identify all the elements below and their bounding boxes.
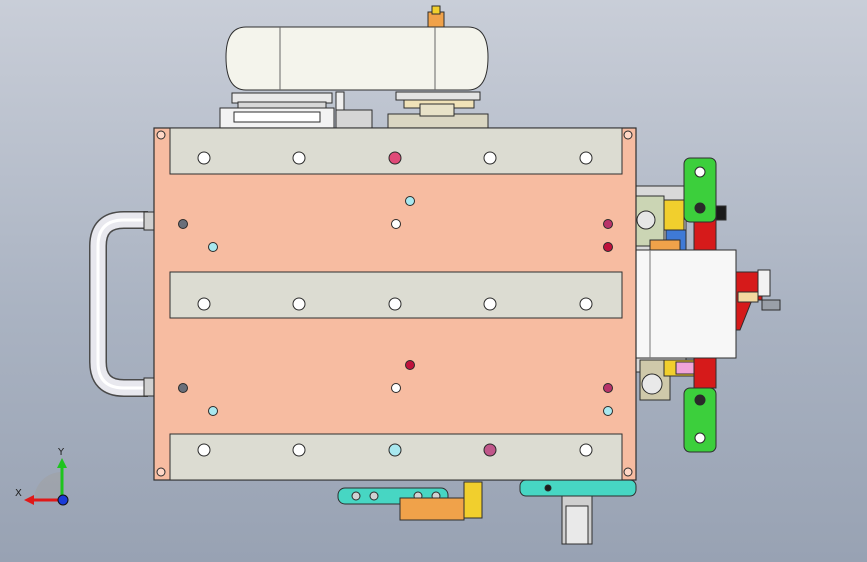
gripper-rod: [761, 299, 781, 311]
green-bracket-top: [683, 157, 717, 223]
plate-slot-3-body: [169, 433, 623, 481]
handle-grip: [90, 212, 148, 396]
plate-slot-1-hole-3: [388, 151, 402, 165]
plate-slot-1-hole-1: [197, 151, 211, 165]
plate-slot-1-hole-4: [483, 151, 497, 165]
motor-mount-left-inner: [233, 111, 321, 123]
plate-corner-screw-2: [623, 130, 633, 140]
right-red-column-bottom: [693, 355, 717, 389]
plate-hole-5: [603, 219, 613, 229]
gripper-finger: [737, 291, 759, 303]
right-pink-block: [675, 361, 695, 375]
handle-mount-top: [143, 211, 155, 231]
plate-hole-1: [178, 219, 188, 229]
plate-hole-7: [178, 383, 188, 393]
triad-z-origin: [57, 494, 69, 506]
triad-x-label: X: [15, 488, 22, 499]
plate-slot-2-body: [169, 271, 623, 319]
cylinder-block: [631, 249, 737, 359]
plate-slot-3-hole-4: [483, 443, 497, 457]
gripper-cap: [757, 269, 771, 297]
green-bracket-top-hole-1: [694, 166, 706, 178]
pulley-left-bottom: [237, 101, 327, 109]
triad-quadrant: [34, 472, 62, 500]
coupling-block: [335, 109, 373, 129]
bottom-yellow-block: [463, 481, 483, 519]
bottom-cyan-hole-1: [351, 491, 361, 501]
bottom-cyan-bar-right-hole: [544, 484, 552, 492]
plate-slot-3-hole-1: [197, 443, 211, 457]
bottom-cyan-hole-2: [369, 491, 379, 501]
plate-corner-screw-4: [623, 467, 633, 477]
plate-slot-2-hole-5: [579, 297, 593, 311]
green-bracket-bottom: [683, 387, 717, 453]
plate-slot-2-hole-3: [388, 297, 402, 311]
plate-slot-3-hole-5: [579, 443, 593, 457]
triad-y-arrow: [57, 458, 67, 468]
plate-hole-3: [391, 219, 401, 229]
pulley-right-top: [395, 91, 481, 101]
drive-shaft: [335, 91, 345, 111]
top-shaft-cap: [431, 5, 441, 15]
right-lower-knob: [641, 373, 663, 395]
bottom-orange-block: [399, 497, 465, 521]
plate-hole-8: [208, 406, 218, 416]
plate-hole-11: [603, 383, 613, 393]
plate-slot-2: [169, 271, 623, 319]
handle-highlight: [96, 218, 148, 390]
bearing-block: [419, 103, 455, 117]
plate-slot-2-hole-2: [292, 297, 306, 311]
plate-slot-1-hole-2: [292, 151, 306, 165]
plate-slot-3: [169, 433, 623, 481]
plate-slot-1-body: [169, 127, 623, 175]
plate-corner-screw-1: [156, 130, 166, 140]
plate-hole-4: [405, 196, 415, 206]
bottom-cyan-bar-right: [519, 479, 637, 497]
plate-slot-1-hole-5: [579, 151, 593, 165]
triad-y-label: Y: [57, 447, 65, 458]
right-yellow-block-top: [663, 199, 685, 231]
plate-slot-3-hole-3: [388, 443, 402, 457]
green-bracket-bottom-hole-1: [694, 394, 706, 406]
bottom-cylinder-inner: [565, 505, 589, 545]
plate-hole-10: [405, 360, 415, 370]
plate-slot-2-hole-4: [483, 297, 497, 311]
belt-housing: [225, 26, 489, 91]
top-fastener: [715, 205, 727, 221]
right-sensor-knob: [636, 210, 656, 230]
plate-hole-6: [603, 242, 613, 252]
plate-hole-9: [391, 383, 401, 393]
coordinate-triad-icon: YX: [15, 447, 69, 506]
plate-corner-screw-3: [156, 467, 166, 477]
plate-hole-12: [603, 406, 613, 416]
plate-hole-2: [208, 242, 218, 252]
plate-slot-1: [169, 127, 623, 175]
plate-slot-2-hole-1: [197, 297, 211, 311]
green-bracket-top-hole-2: [694, 202, 706, 214]
handle-mount-bottom: [143, 377, 155, 397]
triad-x-arrow: [24, 495, 34, 505]
green-bracket-bottom-hole-2: [694, 432, 706, 444]
plate-slot-3-hole-2: [292, 443, 306, 457]
